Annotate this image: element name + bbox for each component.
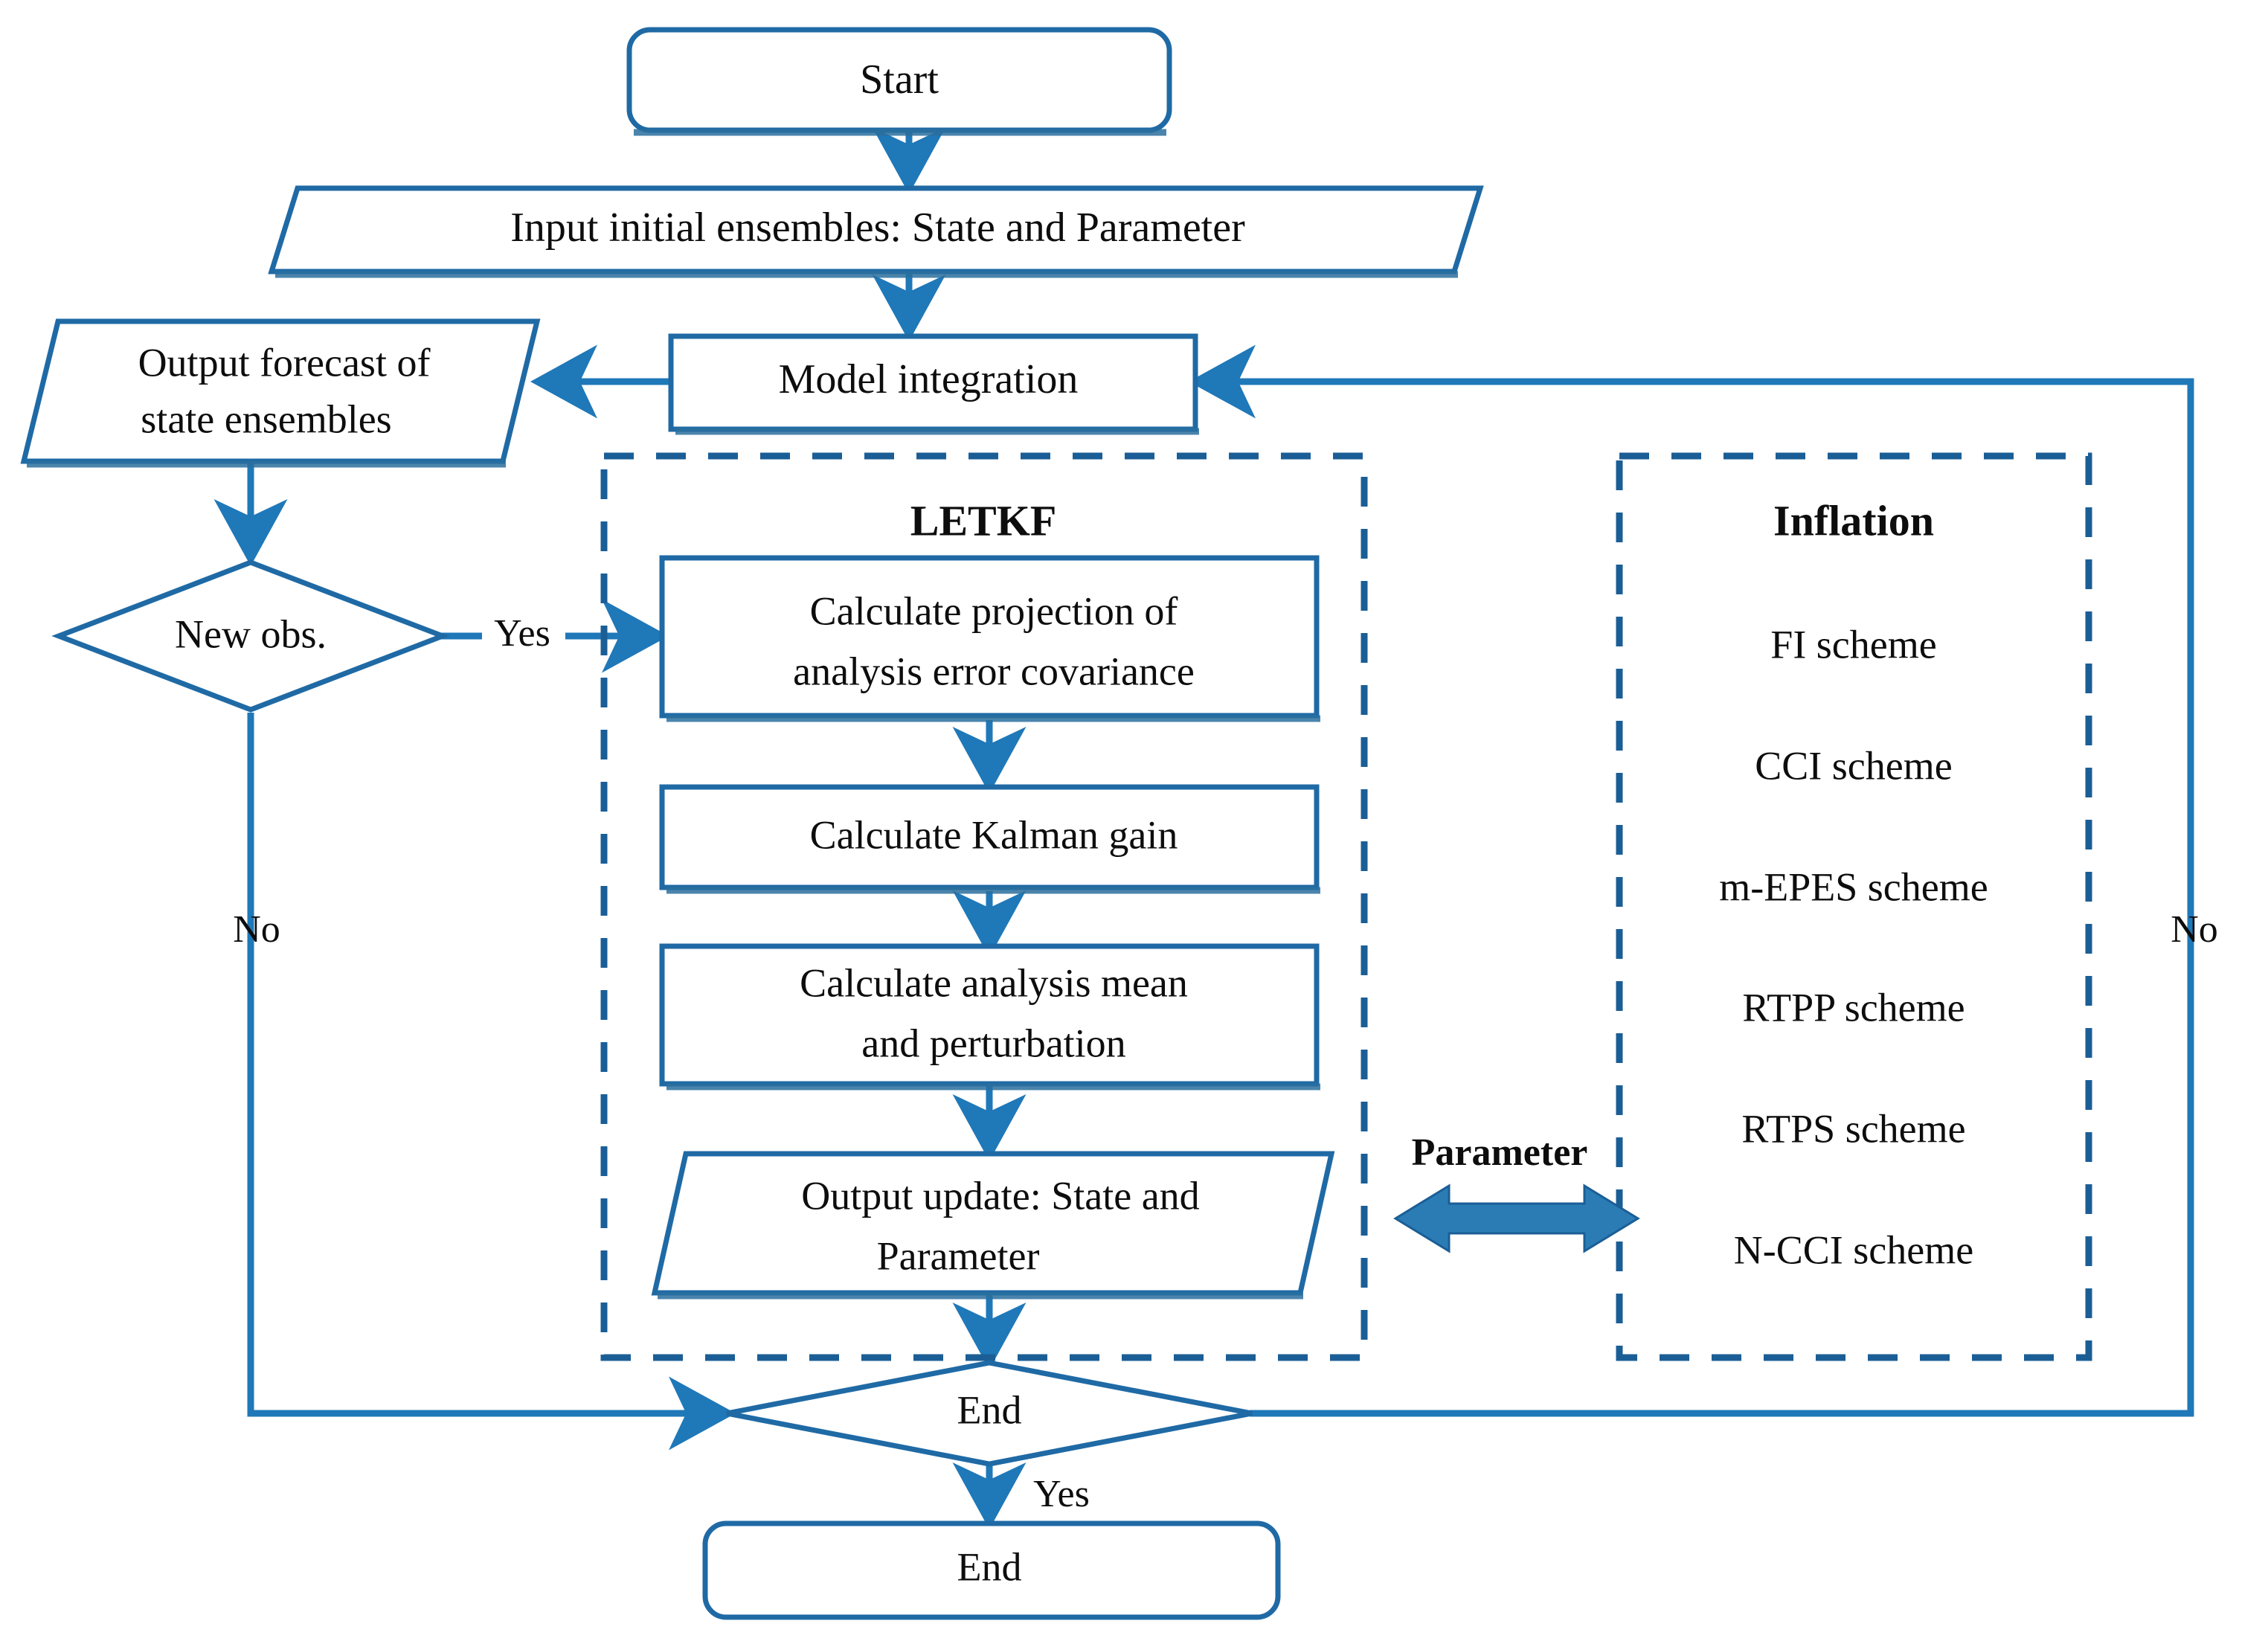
- parameter-double-arrow: [1393, 1183, 1640, 1253]
- letkf-group-title: LETKF: [910, 496, 1057, 545]
- node-input-initial-label: Input initial ensembles: State and Param…: [510, 205, 1245, 251]
- node-end-decision-label: End: [957, 1387, 1022, 1432]
- node-output-update-label-line2: Parameter: [877, 1233, 1040, 1278]
- node-calculate-kalman-gain[interactable]: [659, 784, 1320, 894]
- inflation-scheme-rtps: RTPS scheme: [1741, 1106, 1965, 1151]
- node-calculate-analysis-label-line2: and perturbation: [861, 1021, 1125, 1065]
- node-output-forecast-label-line1: Output forecast of: [138, 340, 431, 385]
- node-input-initial-ensembles[interactable]: [268, 185, 1484, 278]
- node-end-terminal[interactable]: [702, 1520, 1281, 1620]
- inflation-group-title: Inflation: [1773, 496, 1934, 545]
- node-calculate-projection[interactable]: [659, 555, 1320, 722]
- node-calculate-projection-label-line2: analysis error covariance: [793, 649, 1195, 693]
- inflation-scheme-m-epes: m-EPES scheme: [1719, 864, 1988, 909]
- node-output-forecast-label-line2: state ensembles: [141, 396, 391, 441]
- inflation-group-box: [1616, 452, 2092, 1361]
- node-output-forecast[interactable]: [20, 318, 541, 468]
- node-end-terminal-label: End: [957, 1544, 1022, 1589]
- node-output-update[interactable]: [651, 1151, 1335, 1300]
- node-end-decision[interactable]: [726, 1360, 1253, 1467]
- node-start[interactable]: [626, 27, 1172, 136]
- edge-label-newobs-yes: Yes: [494, 612, 550, 655]
- node-new-obs-decision[interactable]: [51, 559, 450, 713]
- node-start-label: Start: [860, 57, 939, 103]
- node-calculate-kalman-label: Calculate Kalman gain: [810, 812, 1178, 857]
- edge-end-no-to-model: [1189, 344, 2194, 1417]
- node-output-update-label-line1: Output update: State and: [801, 1173, 1199, 1218]
- edge-label-end-no-right: No: [2171, 908, 2218, 951]
- inflation-scheme-rtpp: RTPP scheme: [1742, 985, 1965, 1030]
- edge-label-end-yes: Yes: [1033, 1473, 1090, 1515]
- node-calculate-analysis-label-line1: Calculate analysis mean: [800, 960, 1188, 1005]
- inflation-scheme-n-cci: N-CCI scheme: [1734, 1227, 1973, 1272]
- letkf-group-box: [600, 452, 1368, 1361]
- node-calculate-projection-label-line1: Calculate projection of: [810, 588, 1178, 633]
- node-new-obs-label: New obs.: [175, 611, 327, 656]
- inflation-scheme-fi: FI scheme: [1770, 622, 1936, 667]
- node-model-integration-label: Model integration: [779, 356, 1079, 402]
- node-model-integration[interactable]: [668, 333, 1199, 435]
- node-calculate-analysis-mean[interactable]: [659, 943, 1320, 1091]
- edge-label-newobs-no: No: [233, 908, 280, 951]
- inflation-scheme-cci: CCI scheme: [1755, 743, 1952, 788]
- edge-newobs-no-to-end: [247, 713, 736, 1451]
- edge-label-parameter: Parameter: [1412, 1131, 1588, 1174]
